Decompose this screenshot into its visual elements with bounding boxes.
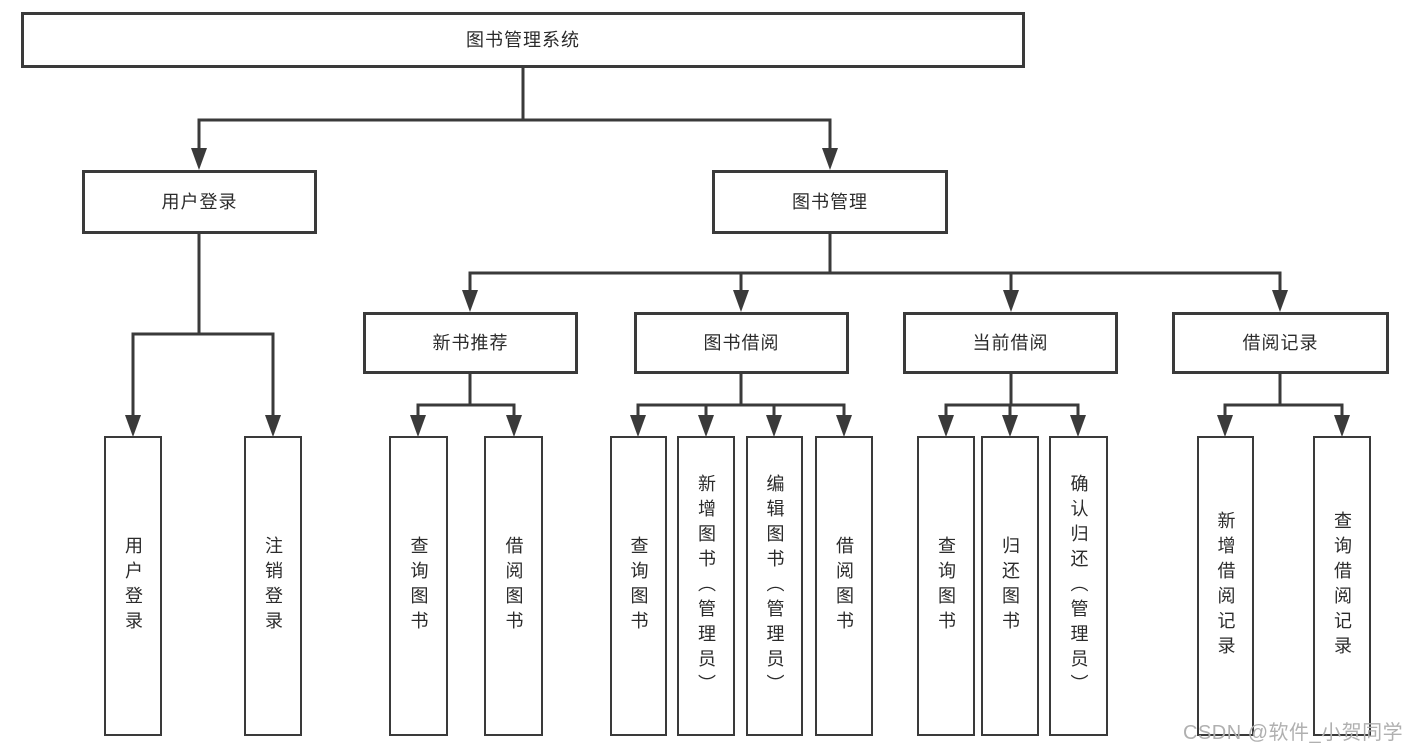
node-leaf-logout: 注销登录 <box>244 436 302 736</box>
node-leaf-user-login: 用户登录 <box>104 436 162 736</box>
node-leaf-query-books-recommend: 查询图书 <box>389 436 448 736</box>
node-book-management: 图书管理 <box>712 170 948 234</box>
node-leaf-query-books-borrowing: 查询图书 <box>610 436 667 736</box>
node-borrowing-records: 借阅记录 <box>1172 312 1389 374</box>
node-library-management-system: 图书管理系统 <box>21 12 1025 68</box>
node-leaf-return-book: 归还图书 <box>981 436 1039 736</box>
node-leaf-query-books-current: 查询图书 <box>917 436 975 736</box>
tree-edges <box>131 67 1344 422</box>
node-leaf-confirm-return-admin: 确认归还（管理员） <box>1049 436 1108 736</box>
node-new-book-recommendation: 新书推荐 <box>363 312 578 374</box>
node-user-login: 用户登录 <box>82 170 317 234</box>
node-leaf-query-borrow-record: 查询借阅记录 <box>1313 436 1371 736</box>
node-leaf-edit-book-admin: 编辑图书（管理员） <box>746 436 803 736</box>
node-leaf-add-borrow-record: 新增借阅记录 <box>1197 436 1254 736</box>
node-leaf-borrow-books-borrowing: 借阅图书 <box>815 436 873 736</box>
node-book-borrowing: 图书借阅 <box>634 312 849 374</box>
node-current-borrowing: 当前借阅 <box>903 312 1118 374</box>
node-leaf-add-book-admin: 新增图书（管理员） <box>677 436 735 736</box>
node-leaf-borrow-books-recommend: 借阅图书 <box>484 436 543 736</box>
watermark-text: CSDN @软件_小贺同学 <box>1183 722 1404 744</box>
arrowheads <box>125 148 1350 437</box>
